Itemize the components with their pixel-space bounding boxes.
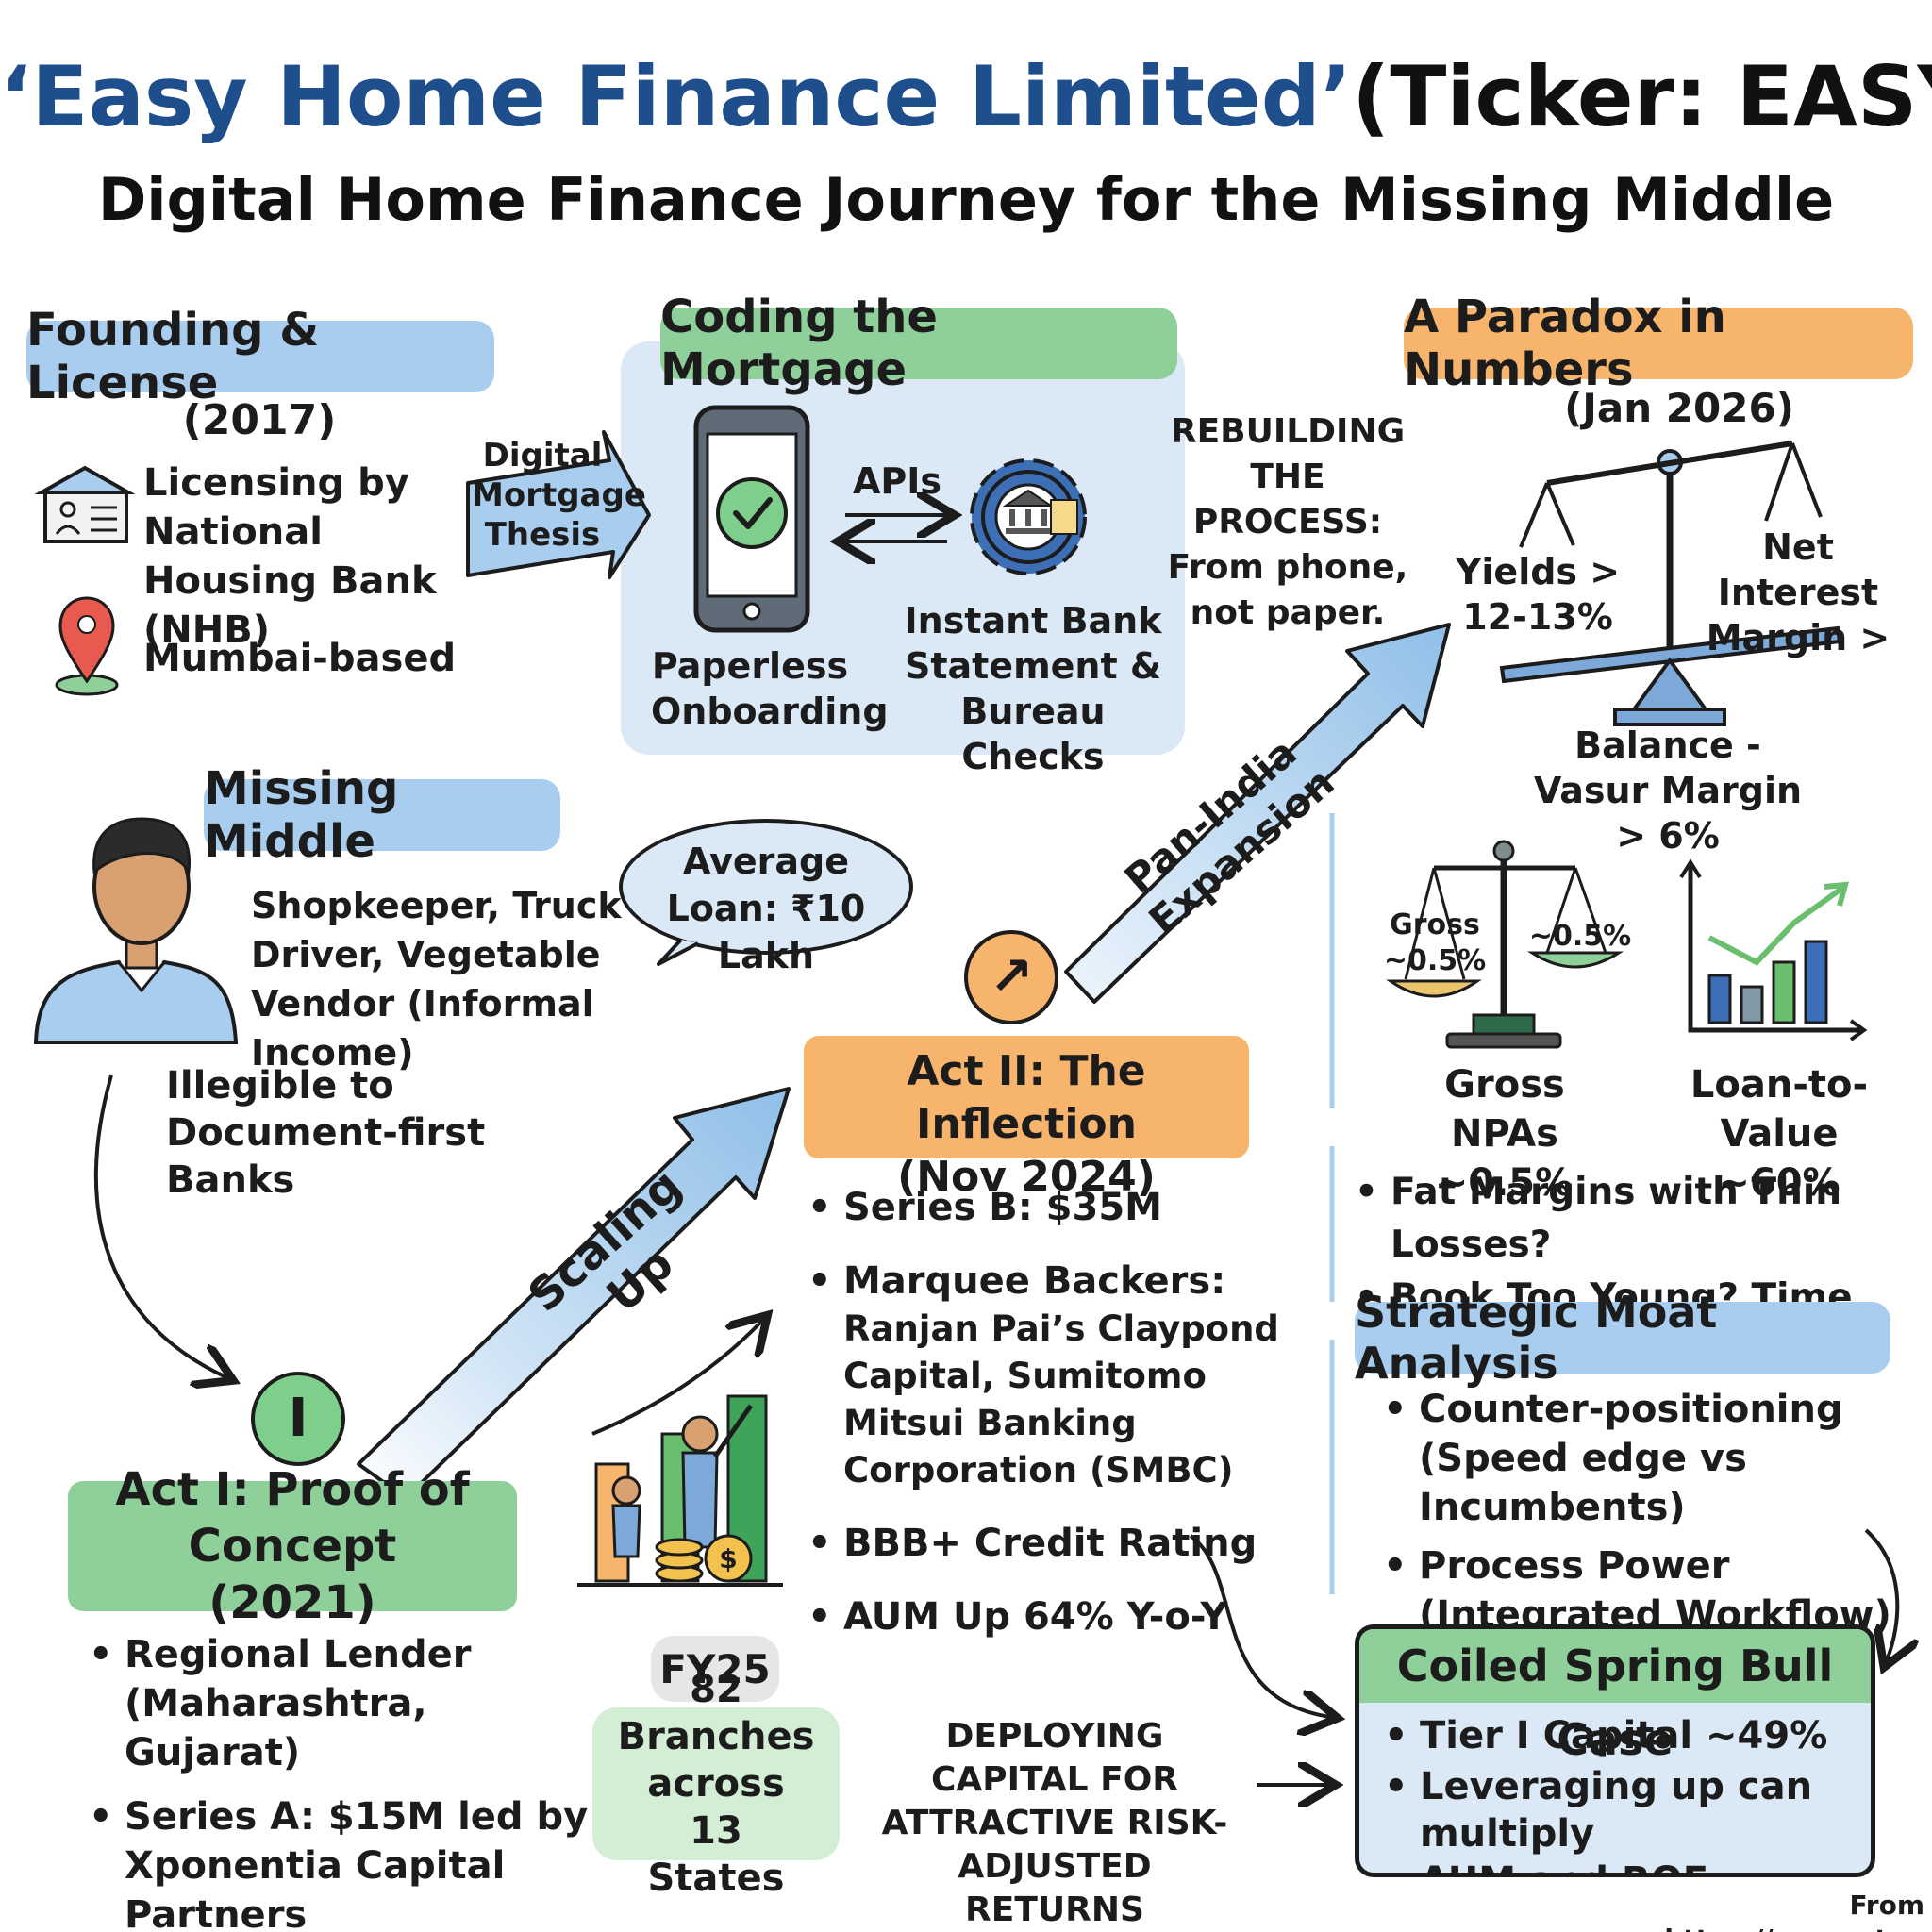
svg-text:$: $ <box>719 1543 737 1574</box>
source-footer: From https://empor.top <box>1664 1890 1924 1932</box>
license-text: Licensing by National Housing Bank (NHB) <box>143 461 437 652</box>
act1-bullet: Regional Lender(Maharashtra, Gujarat) <box>85 1630 594 1777</box>
deploy-text: DEPLOYING CAPITAL FOR ATTRACTIVE RISK-AD… <box>881 1717 1228 1929</box>
thesis-arrow <box>466 430 651 579</box>
bull-bullet: Tier I Capital ~49% <box>1380 1712 1852 1759</box>
gear-bank-icon <box>970 458 1087 575</box>
paradox-date: (Jan 2026) <box>1564 385 1794 431</box>
ltv-name: Loan-to-Value <box>1690 1063 1869 1156</box>
title-company: ‘Easy Home Finance Limited’ <box>0 48 1353 145</box>
paradox-heading: A Paradox in Numbers <box>1404 291 1913 396</box>
page-title: ‘Easy Home Finance Limited’(Ticker: EASY… <box>0 45 1932 149</box>
person-avatar-icon <box>33 817 239 1044</box>
act2-title: Act II: The Inflection <box>907 1047 1146 1148</box>
bull-bullet: Leveraging up can multiplyAUM and ROE <box>1380 1763 1852 1873</box>
ineligible-text: Illegible to Document-first Banks <box>166 1064 486 1202</box>
location-text: Mumbai-based <box>143 637 457 680</box>
fy25-label: FY25 <box>651 1636 779 1702</box>
missing-middle-description: Shopkeeper, Truck Driver, Vegetable Vend… <box>251 885 622 1074</box>
npa-name: Gross NPAs <box>1444 1063 1565 1156</box>
license-building-icon <box>34 465 136 543</box>
act1-bullets: Regional Lender(Maharashtra, Gujarat) Se… <box>85 1630 594 1932</box>
moat-heading: Strategic Moat Analysis <box>1355 1287 1890 1389</box>
ltv-chart-icon <box>1679 858 1868 1041</box>
yields-label: Yields > 12-13% <box>1455 551 1621 638</box>
bank-check-caption: Instant Bank Statement & Bureau Checks <box>904 600 1162 777</box>
pan-india-arrow <box>1064 623 1451 1004</box>
act2-bullets: Series B: $35M Marquee Backers:Ranjan Pa… <box>804 1183 1332 1641</box>
moat-bullet: Counter-positioning(Speed edge vs Incumb… <box>1379 1385 1917 1532</box>
phone-icon <box>693 405 810 633</box>
bull-case-bullets: Tier I Capital ~49% Leveraging up can mu… <box>1359 1703 1871 1873</box>
coding-heading: Coding the Mortgage <box>660 291 1177 396</box>
bull-case-heading: Coiled Spring Bull Case <box>1359 1629 1871 1765</box>
fy25-branches: 82 Branches across 13 States <box>592 1668 840 1900</box>
api-exchange-icon <box>845 515 947 541</box>
gross-right-label: ~0.5% <box>1528 920 1632 953</box>
balance-scale-icon <box>1499 441 1842 726</box>
curve-arrow-ineligible <box>93 1074 226 1377</box>
growth-arrow <box>591 1321 762 1436</box>
act2-aum: AUM Up 64% Y-o-Y <box>804 1592 1332 1641</box>
location-pin-icon <box>55 596 119 696</box>
act2-marker: ↗ <box>964 930 1058 1024</box>
act1-marker: I <box>251 1372 345 1466</box>
nim-label: Net Interest Margin > <box>1706 526 1890 658</box>
paperless-caption: Paperless Onboarding <box>651 645 889 732</box>
title-ticker: (Ticker: EASY) <box>1352 48 1932 145</box>
scaling-up-arrow <box>357 1087 791 1500</box>
moat-bullets: Counter-positioning(Speed edge vs Incumb… <box>1379 1385 1917 1640</box>
average-loan-bubble: Average Loan: ₹10 Lakh <box>619 819 913 976</box>
bubble-tail <box>657 938 699 966</box>
rebuild-head: REBUILDING THE PROCESS: <box>1170 412 1406 541</box>
npa-scale-icon <box>1386 840 1624 1049</box>
page-subtitle: Digital Home Finance Journey for the Mis… <box>97 165 1835 234</box>
bull-case-panel: Coiled Spring Bull Case Tier I Capital ~… <box>1355 1624 1875 1877</box>
founding-year: (2017) <box>182 396 337 444</box>
act2-backers: Marquee Backers:Ranjan Pai’s Claypond Ca… <box>804 1257 1332 1494</box>
missing-middle-heading: Missing Middle <box>204 762 560 868</box>
rebuild-text: REBUILDING THE PROCESS: From phone, not … <box>1160 409 1415 636</box>
act2-rating: BBB+ Credit Rating <box>804 1519 1332 1568</box>
fy25-growth-icon: $ <box>577 1394 783 1587</box>
api-label: APIs <box>852 460 942 502</box>
gross-left-label: Gross ~0.5% <box>1383 908 1487 977</box>
rebuild-body: From phone, not paper. <box>1167 548 1408 632</box>
act2-heading: Act II: The Inflection (Nov 2024) <box>804 1036 1249 1201</box>
founding-heading: Founding & License <box>26 304 494 409</box>
thesis-label: Digital Mortgage Thesis <box>472 437 646 554</box>
balance-label: Balance -Vasur Margin > 6% <box>1533 724 1803 857</box>
npa-label: Gross NPAs ~0.5% <box>1396 1060 1613 1208</box>
act2-series-b: Series B: $35M <box>804 1183 1332 1232</box>
paradox-bullet: Fat Margins with Thin Losses? <box>1351 1166 1917 1272</box>
act1-heading: Act I: Proof of Concept (2021) <box>68 1463 517 1629</box>
